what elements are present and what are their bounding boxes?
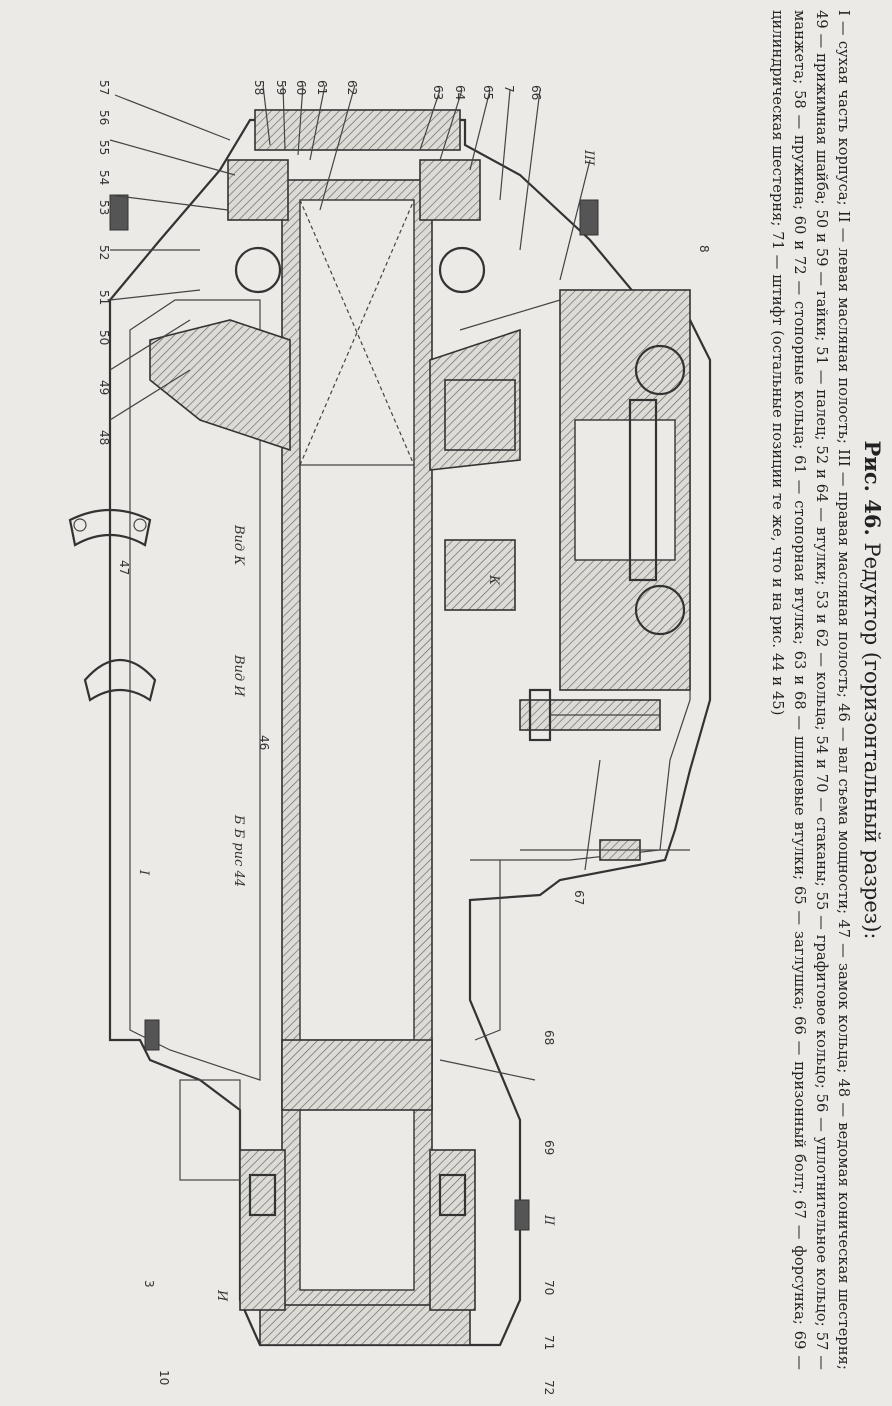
svg-text:69: 69: [542, 1140, 556, 1155]
svg-text:Б Б рис 44: Б Б рис 44: [231, 814, 246, 887]
svg-text:46: 46: [257, 735, 271, 750]
svg-text:II: II: [541, 1214, 556, 1226]
svg-text:50: 50: [97, 330, 111, 345]
svg-text:62: 62: [345, 80, 359, 95]
svg-text:47: 47: [117, 560, 131, 575]
svg-text:52: 52: [97, 245, 111, 260]
svg-text:49: 49: [97, 380, 111, 395]
svg-text:8: 8: [697, 245, 711, 253]
svg-text:53: 53: [97, 200, 111, 215]
svg-text:54: 54: [97, 170, 111, 185]
callouts-other: III 8 47 46 I 67 68 69 II 70 71 72 3 10: [117, 149, 711, 1395]
svg-text:61: 61: [315, 80, 329, 95]
bevel-gear-48: [149, 319, 291, 452]
svg-text:66: 66: [529, 85, 543, 100]
housing-inner: [129, 299, 261, 1081]
figure-caption: Рис. 46. Редуктор (горизонтальный разрез…: [766, 10, 886, 1370]
svg-text:I: I: [136, 869, 151, 876]
svg-text:К: К: [486, 574, 501, 586]
svg-text:7: 7: [502, 85, 516, 93]
top-end-cap: [254, 109, 461, 151]
bearing-top-left: [234, 246, 282, 294]
view-I-sketch: [83, 658, 157, 702]
svg-text:55: 55: [97, 140, 111, 155]
view-labels: Вид К Вид И Б Б рис 44 И К: [214, 524, 501, 1302]
figure-title: Рис. 46. Редуктор (горизонтальный разрез…: [858, 10, 886, 1370]
svg-text:48: 48: [97, 430, 111, 445]
figure-number: Рис. 46.: [860, 440, 885, 536]
svg-text:Вид И: Вид И: [231, 654, 246, 697]
svg-text:56: 56: [97, 110, 111, 125]
svg-text:68: 68: [542, 1030, 556, 1045]
view-K-sketch: [68, 508, 152, 547]
svg-text:57: 57: [97, 80, 111, 95]
svg-text:71: 71: [542, 1335, 556, 1350]
svg-text:III: III: [581, 149, 596, 166]
svg-text:Вид К: Вид К: [231, 524, 246, 566]
callouts-top: 58 59 60 61 62 63 64 65 7 66: [252, 80, 543, 100]
figure-title-text: Редуктор (горизонтальный разрез):: [860, 542, 884, 940]
figure-legend: I — сухая часть корпуса; II — левая масл…: [769, 10, 851, 1370]
svg-text:3: 3: [142, 1280, 156, 1288]
svg-text:72: 72: [542, 1380, 556, 1395]
leader-lines: [109, 84, 601, 1081]
svg-text:10: 10: [157, 1370, 171, 1385]
bearing-right-top: [634, 344, 686, 396]
svg-text:59: 59: [274, 80, 288, 95]
svg-text:51: 51: [97, 290, 111, 305]
svg-text:64: 64: [453, 85, 467, 100]
spline-bushing-68: [281, 1039, 433, 1111]
svg-text:58: 58: [252, 80, 266, 95]
callouts-left: 57 56 55 54 53 52 51 50 49 48: [97, 80, 111, 445]
svg-text:И: И: [214, 1289, 229, 1302]
svg-text:70: 70: [542, 1280, 556, 1295]
bearing-top-right: [438, 246, 486, 294]
bearing-right-bottom: [634, 584, 686, 636]
svg-text:60: 60: [294, 80, 308, 95]
svg-text:63: 63: [431, 85, 445, 100]
svg-text:67: 67: [572, 890, 586, 905]
bottom-end-cap: [259, 1304, 471, 1346]
svg-text:65: 65: [481, 85, 495, 100]
